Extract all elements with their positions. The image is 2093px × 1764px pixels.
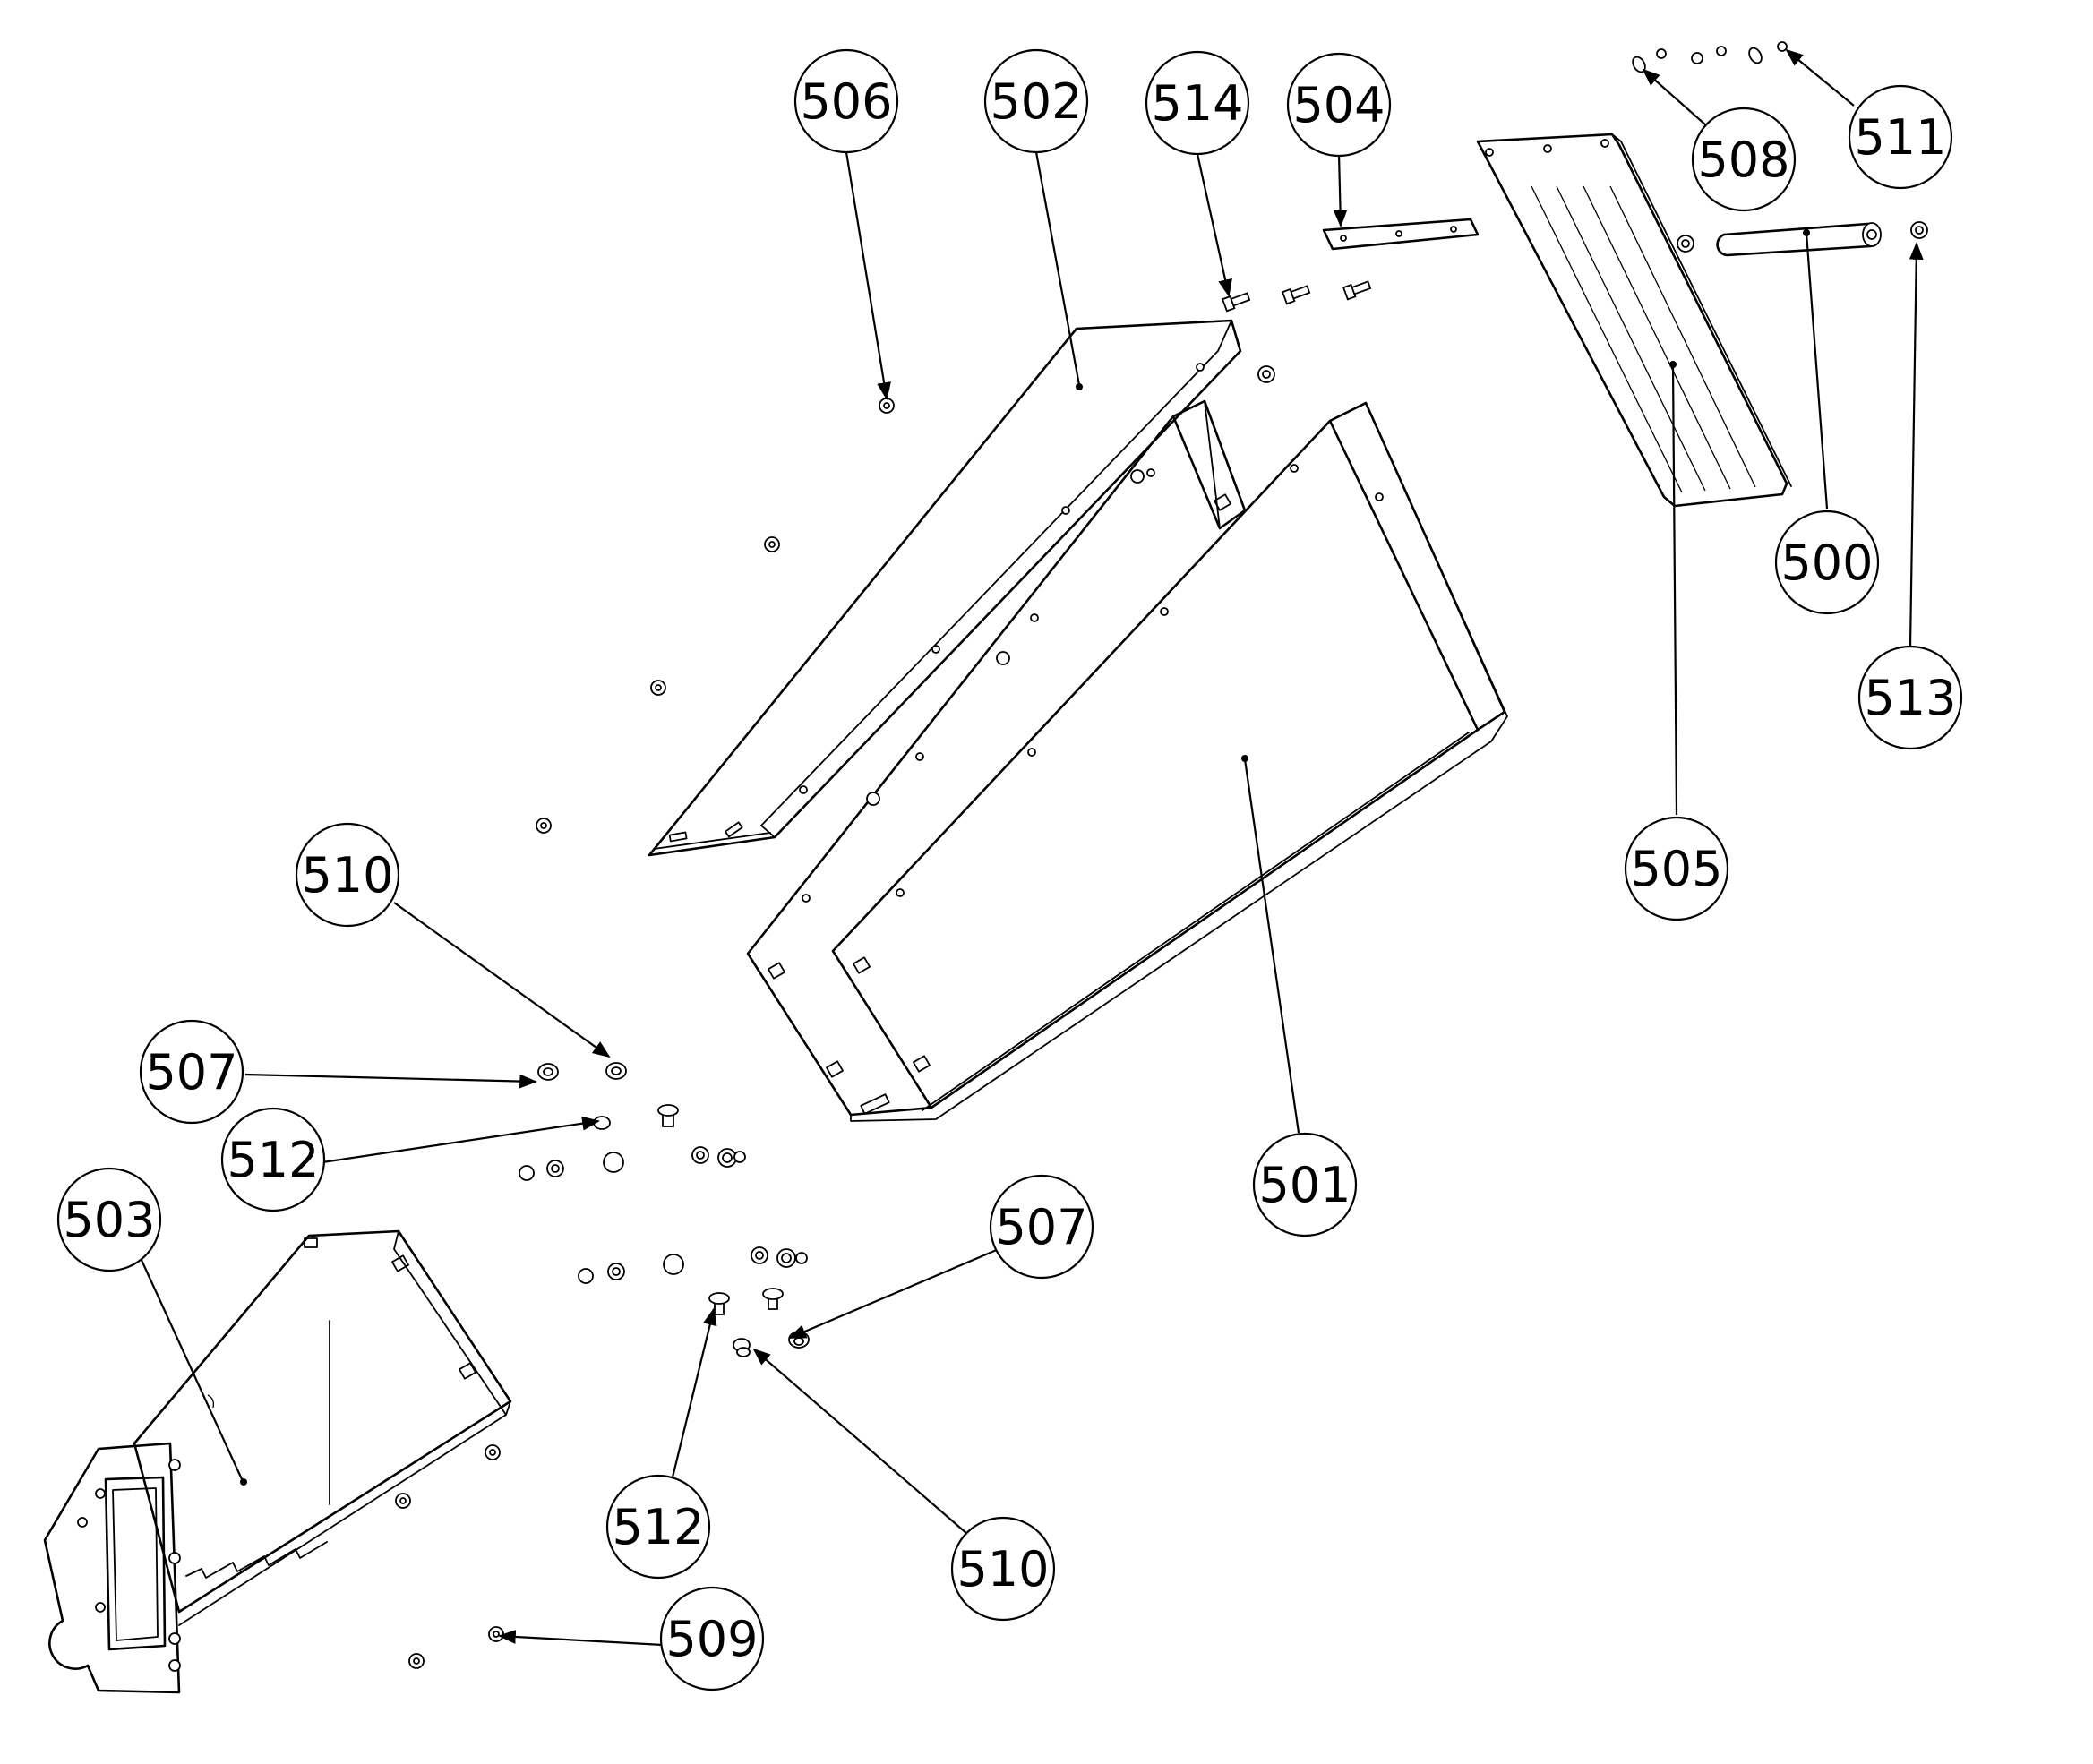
part-502-upper-panel xyxy=(648,319,1242,857)
balloon-label: 507 xyxy=(145,1044,237,1100)
balloon-505: 505 xyxy=(1624,816,1729,921)
balloon-500: 500 xyxy=(1774,510,1880,615)
part-514-bolts xyxy=(1221,280,1372,383)
balloon-label: 513 xyxy=(1864,670,1956,726)
part-513-pin xyxy=(1910,221,1928,239)
balloon-512-lower: 512 xyxy=(605,1474,711,1580)
balloon-label: 500 xyxy=(1780,535,1873,591)
part-503-chute xyxy=(43,1229,512,1694)
balloon-513: 513 xyxy=(1857,645,1963,750)
balloon-510-upper: 510 xyxy=(295,822,400,928)
balloon-506: 506 xyxy=(793,48,899,154)
part-508-511-fasteners xyxy=(1632,41,1788,73)
balloon-511: 511 xyxy=(1848,84,1953,190)
balloon-label: 509 xyxy=(665,1611,758,1667)
balloon-514: 514 xyxy=(1145,50,1250,156)
part-504-strip xyxy=(1322,218,1480,251)
balloon-label: 504 xyxy=(1292,77,1385,133)
balloon-503: 503 xyxy=(56,1167,162,1272)
balloon-label: 510 xyxy=(956,1541,1049,1597)
balloon-label: 508 xyxy=(1697,132,1789,188)
leader-lines xyxy=(139,48,1924,1647)
balloon-507-left: 507 xyxy=(139,1019,244,1125)
fastener-cluster-upper xyxy=(519,1062,746,1181)
part-500-roller xyxy=(1677,222,1882,257)
balloon-label: 502 xyxy=(990,73,1082,130)
part-501-main-body xyxy=(746,399,1508,1122)
balloon-label: 505 xyxy=(1630,841,1722,897)
balloon-504: 504 xyxy=(1286,52,1392,158)
balloon-502: 502 xyxy=(983,48,1089,154)
balloon-label: 503 xyxy=(63,1192,155,1248)
part-505-slide-plate xyxy=(1476,133,1792,508)
balloon-label: 507 xyxy=(995,1199,1087,1255)
balloon-508: 508 xyxy=(1691,107,1797,212)
balloon-label: 512 xyxy=(612,1499,704,1555)
balloon-label: 511 xyxy=(1854,109,1946,166)
balloon-501: 501 xyxy=(1252,1132,1358,1237)
balloon-label: 506 xyxy=(800,73,892,130)
balloon-512-left: 512 xyxy=(220,1107,326,1212)
balloon-509: 509 xyxy=(659,1586,765,1691)
balloon-507-right: 507 xyxy=(989,1174,1094,1280)
part-509-nuts xyxy=(395,1444,504,1669)
balloon-label: 501 xyxy=(1258,1157,1351,1213)
fastener-cluster-lower xyxy=(578,1246,810,1357)
balloon-510-lower: 510 xyxy=(950,1516,1056,1622)
balloon-label: 514 xyxy=(1151,75,1243,132)
balloon-label: 512 xyxy=(227,1132,319,1188)
part-506-nuts xyxy=(536,398,895,834)
balloon-label: 510 xyxy=(301,847,393,903)
